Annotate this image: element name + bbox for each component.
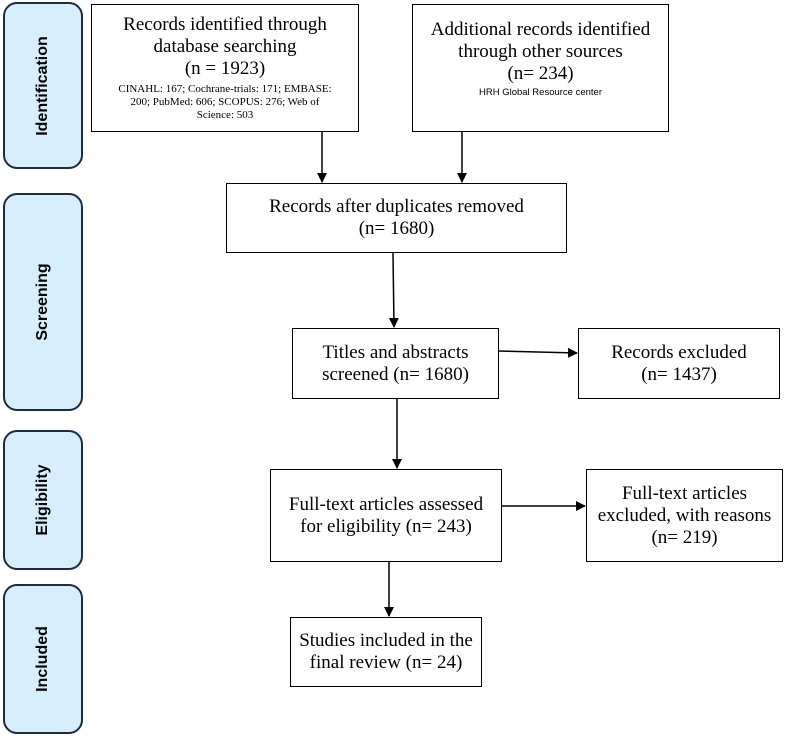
stage-identification: Identification: [3, 2, 83, 169]
database-search-box: Records identified through database sear…: [91, 4, 359, 132]
full-text-excluded-line2: excluded, with reasons: [597, 504, 772, 526]
stage-included: Included: [3, 584, 83, 734]
other-sources-count: (n= 234): [507, 63, 574, 84]
duplicates-removed-box: Records after duplicates removed (n= 168…: [226, 183, 567, 253]
studies-included-line2: final review (n= 24): [309, 652, 463, 673]
other-sources-line2: through other sources: [458, 41, 623, 62]
stage-identification-label: Identification: [34, 35, 51, 136]
records-excluded-line2: (n= 1437): [641, 363, 717, 385]
arrow-duplicates-to-screened: [388, 252, 399, 328]
full-text-assessed-line2: for eligibility (n= 243): [300, 515, 472, 537]
full-text-excluded-box: Full-text articles excluded, with reason…: [586, 469, 783, 562]
stage-eligibility: Eligibility: [3, 430, 83, 570]
database-search-count: (n = 1923): [184, 58, 266, 79]
database-search-detail: CINAHL: 167; Cochrane-trials: 171; EMBAS…: [118, 83, 331, 122]
screened-line1: Titles and abstracts: [322, 341, 469, 363]
other-sources-box: Additional records identified through ot…: [412, 4, 669, 132]
stage-screening-label: Screening: [34, 263, 51, 341]
studies-included-line1: Studies included in the: [299, 630, 473, 651]
full-text-assessed-line1: Full-text articles assessed: [288, 493, 484, 515]
database-search-detail-line3: Science: 503: [196, 109, 254, 121]
database-search-detail-line1: CINAHL: 167; Cochrane-trials: 171; EMBAS…: [118, 83, 332, 95]
stage-included-label: Included: [34, 626, 51, 692]
duplicates-removed-line1: Records after duplicates removed: [269, 196, 524, 217]
arrow-screened-to-excluded: [498, 347, 578, 358]
studies-included-box: Studies included in the final review (n=…: [290, 617, 482, 687]
records-excluded-box: Records excluded (n= 1437): [578, 328, 780, 399]
stage-screening: Screening: [3, 193, 83, 411]
other-sources-detail: HRH Global Resource center: [478, 87, 603, 98]
stage-eligibility-label: Eligibility: [34, 464, 51, 536]
records-excluded-line1: Records excluded: [611, 341, 747, 363]
database-search-line2: database searching: [153, 36, 297, 57]
full-text-excluded-line3: (n= 219): [651, 526, 718, 548]
screened-box: Titles and abstracts screened (n= 1680): [292, 328, 499, 399]
database-search-line1: Records identified through: [123, 14, 327, 35]
screened-line2: screened (n= 1680): [322, 363, 469, 385]
other-sources-line1: Additional records identified: [430, 19, 651, 40]
full-text-excluded-line1: Full-text articles: [621, 482, 748, 504]
full-text-assessed-box: Full-text articles assessed for eligibil…: [270, 469, 502, 562]
database-search-detail-line2: 200; PubMed: 606; SCOPUS: 276; Web of: [130, 96, 320, 108]
duplicates-removed-line2: (n= 1680): [358, 218, 435, 239]
